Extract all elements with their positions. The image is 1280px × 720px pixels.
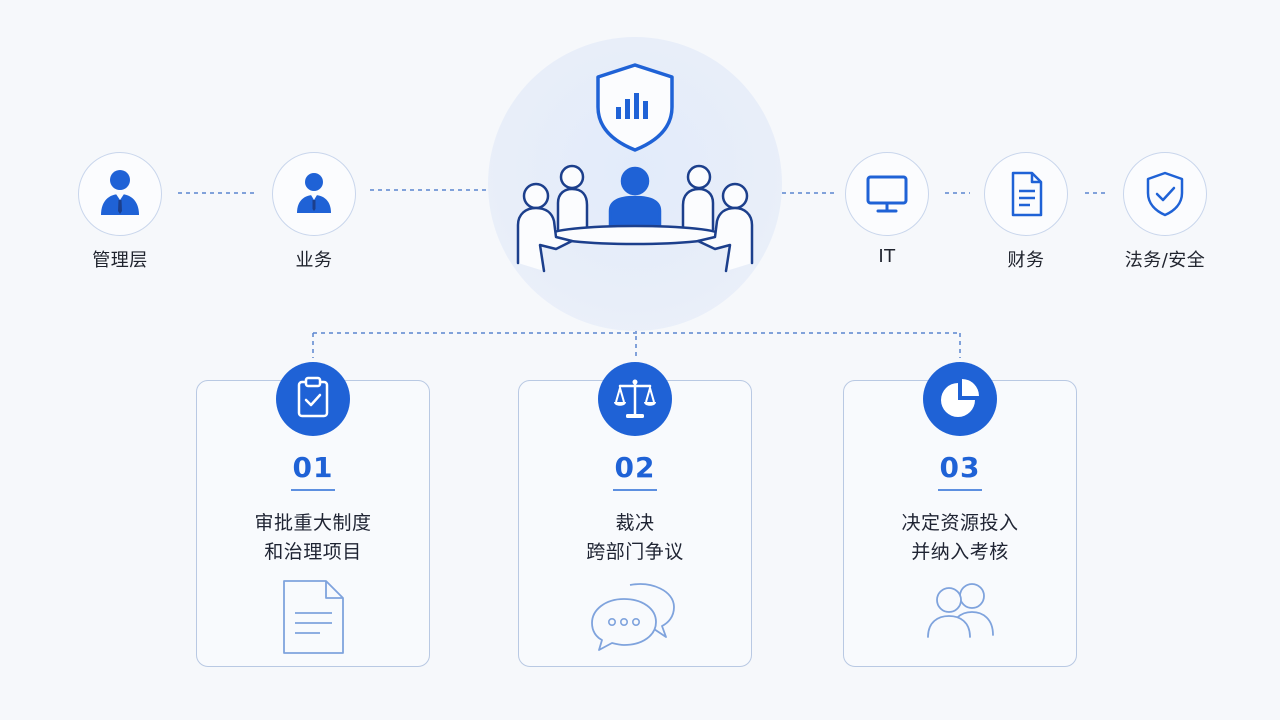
document-icon xyxy=(1011,171,1043,217)
responsibility-card-2: 02 裁决 跨部门争议 xyxy=(518,362,752,667)
monitor-icon xyxy=(866,175,908,213)
people-icon xyxy=(927,583,994,638)
stakeholder-business: 业务 xyxy=(254,152,374,272)
meeting-table-icon xyxy=(516,164,754,273)
card-text-line2: 并纳入考核 xyxy=(911,541,1009,563)
committee-hub xyxy=(488,37,782,331)
stakeholder-label: 业务 xyxy=(295,250,333,271)
stakeholder-management: 管理层 xyxy=(60,152,180,272)
stakeholder-label: 财务 xyxy=(1007,250,1045,271)
pie-chart-icon xyxy=(941,379,979,417)
stakeholder-legal: 法务/安全 xyxy=(1105,152,1225,272)
document-illustration-icon xyxy=(283,580,344,654)
card-number: 02 xyxy=(614,451,656,484)
card-divider xyxy=(938,489,982,491)
stakeholder-ring xyxy=(1123,152,1207,236)
card-badge xyxy=(923,362,997,436)
business-person-icon xyxy=(297,173,331,213)
stakeholder-it: IT xyxy=(827,152,947,267)
stakeholder-ring xyxy=(845,152,929,236)
card-divider xyxy=(613,489,657,491)
shield-check-icon xyxy=(1146,171,1184,217)
stakeholder-label: 管理层 xyxy=(92,250,148,271)
card-badge xyxy=(276,362,350,436)
card-text-line2: 和治理项目 xyxy=(264,541,362,563)
stakeholder-label: 法务/安全 xyxy=(1124,250,1206,271)
responsibility-card-1: 01 审批重大制度 和治理项目 xyxy=(196,362,430,667)
card-number: 03 xyxy=(939,451,981,484)
stakeholder-ring xyxy=(78,152,162,236)
stakeholder-ring xyxy=(984,152,1068,236)
scales-icon xyxy=(614,379,656,418)
responsibility-card-3: 03 决定资源投入 并纳入考核 xyxy=(843,362,1077,667)
card-text-line1: 裁决 xyxy=(615,512,655,534)
manager-icon xyxy=(101,170,139,215)
card-number: 01 xyxy=(292,451,334,484)
card-badge xyxy=(598,362,672,436)
stakeholder-label: IT xyxy=(878,246,896,267)
stakeholder-finance: 财务 xyxy=(966,152,1086,272)
card-divider xyxy=(291,489,335,491)
stakeholder-ring xyxy=(272,152,356,236)
card-text-line2: 跨部门争议 xyxy=(586,541,684,563)
shield-chart-icon xyxy=(596,63,674,152)
clipboard-check-icon xyxy=(297,376,329,418)
card-text-line1: 决定资源投入 xyxy=(901,512,1019,534)
card-text-line1: 审批重大制度 xyxy=(254,512,372,534)
chat-bubbles-icon xyxy=(591,583,675,651)
